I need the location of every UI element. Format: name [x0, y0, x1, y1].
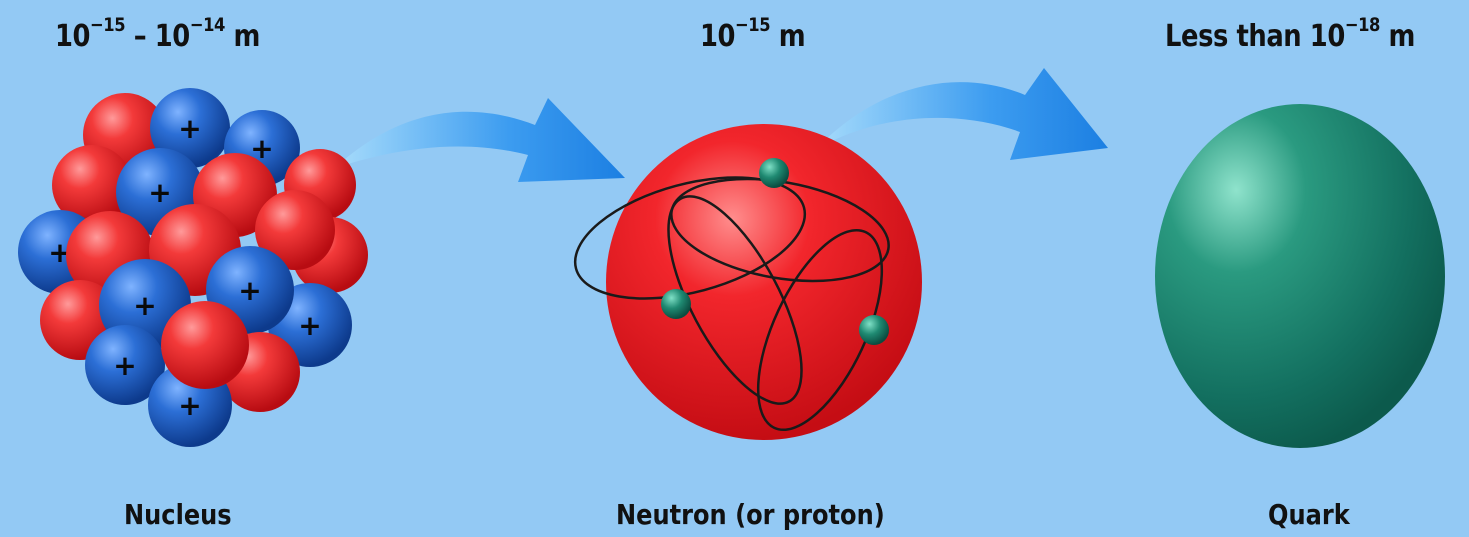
- neutron-scale-label: 10−15 m: [700, 14, 806, 54]
- plus-charge-icon: +: [178, 112, 201, 145]
- neutron-ball: [255, 190, 335, 270]
- quark-scale-unit: m: [1380, 19, 1416, 54]
- plus-charge-icon: +: [133, 289, 156, 322]
- neutron-name-label: Neutron (or proton): [616, 498, 885, 531]
- nucleus-cluster: +++++++++: [18, 88, 368, 447]
- quark-orbit-4: [756, 228, 884, 432]
- plus-charge-icon: +: [148, 176, 171, 209]
- quark-orbit-1: [573, 176, 807, 300]
- quark-dot-right: [859, 315, 889, 345]
- quark-scale-exp: −18: [1344, 14, 1381, 36]
- plus-charge-icon: +: [48, 236, 71, 269]
- nucleus-scale-exp-1: −15: [90, 14, 126, 36]
- neutron-scale-base: 10: [700, 19, 736, 54]
- plus-charge-icon: +: [238, 274, 261, 307]
- plus-charge-icon: +: [250, 132, 273, 165]
- proton-ball: [150, 88, 230, 168]
- neutron-scale-exp: −15: [735, 14, 771, 36]
- neutron-ball: [161, 301, 249, 389]
- plus-charge-icon: +: [113, 349, 136, 382]
- quark-scale-label: Less than 10−18 m: [1165, 14, 1416, 54]
- nucleus-scale-unit: m: [224, 19, 261, 54]
- neutron-ball: [52, 145, 132, 225]
- nucleus-scale-mid: – 10: [125, 19, 191, 54]
- nucleus-scale-base: 10: [55, 19, 91, 54]
- proton-ball: [85, 325, 165, 405]
- quark-orbit-3: [667, 195, 803, 405]
- quark-dot-top: [759, 158, 789, 188]
- neutron-scale-unit: m: [770, 19, 806, 54]
- quark-name-label: Quark: [1268, 498, 1350, 531]
- quark-sphere: [1155, 104, 1445, 448]
- quark-dot-left: [661, 289, 691, 319]
- plus-charge-icon: +: [178, 389, 201, 422]
- neutron-sphere: [573, 124, 922, 440]
- nucleus-scale-exp-2: −14: [189, 14, 226, 36]
- arrow-neutron-to-quark: [815, 68, 1108, 160]
- nucleus-name-label: Nucleus: [124, 498, 232, 531]
- quark-scale-base: Less than 10: [1165, 19, 1345, 54]
- plus-charge-icon: +: [298, 309, 321, 342]
- arrow-nucleus-to-neutron: [335, 98, 625, 182]
- nucleus-scale-label: 10−15 – 10−14 m: [55, 14, 261, 54]
